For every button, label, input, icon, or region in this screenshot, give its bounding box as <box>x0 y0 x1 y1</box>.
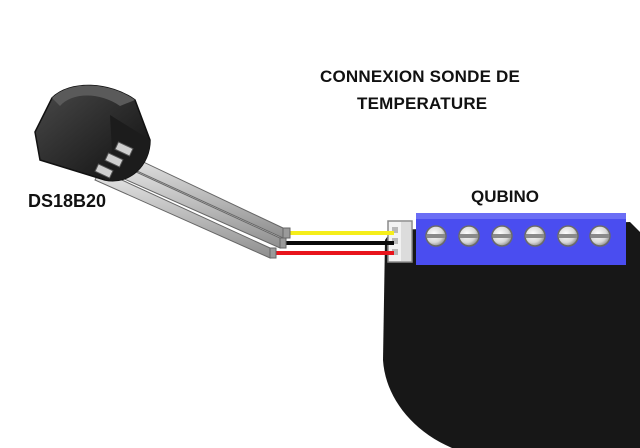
screw-icon <box>491 225 513 247</box>
screw-icon <box>458 225 480 247</box>
screw-icon <box>425 225 447 247</box>
ds18b20-sensor <box>34 84 291 259</box>
qubino-module <box>383 213 640 448</box>
sensor-label: DS18B20 <box>28 191 107 211</box>
screw-icon <box>589 225 611 247</box>
module-body <box>383 222 640 448</box>
diagram-title-line-2: TEMPERATURE <box>357 94 488 113</box>
diagram-title-line-1: CONNEXION SONDE DE <box>320 67 521 86</box>
wires <box>263 231 394 255</box>
module-label: QUBINO <box>471 187 539 206</box>
terminal-screws <box>425 225 611 247</box>
sensor-connector <box>387 220 413 263</box>
screw-icon <box>557 225 579 247</box>
screw-icon <box>524 225 546 247</box>
